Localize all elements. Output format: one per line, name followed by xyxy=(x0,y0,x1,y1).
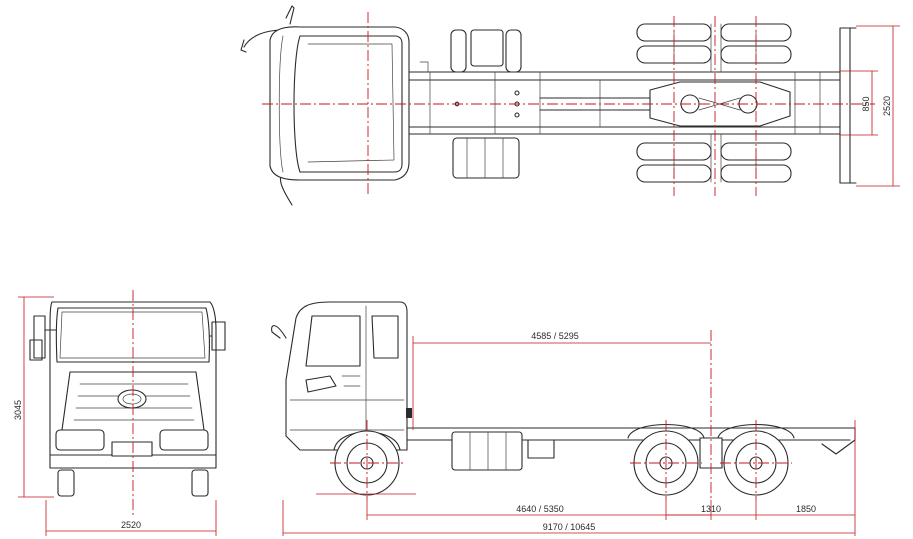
side-cab-lines xyxy=(289,399,405,431)
dim-front-width-line xyxy=(45,500,217,536)
front-mirror-right xyxy=(211,321,226,351)
front-mirror-left xyxy=(33,315,46,359)
top-bolt xyxy=(514,112,520,118)
front-view xyxy=(29,301,226,497)
front-plate xyxy=(111,441,153,457)
front-headlight-right xyxy=(159,429,209,451)
top-bolt xyxy=(514,90,520,96)
side-logo-marks xyxy=(341,375,361,387)
dim-wheelbase-line xyxy=(366,500,712,520)
top-mirror-left xyxy=(240,39,247,53)
top-driveshaft xyxy=(539,97,651,111)
top-hub-lines xyxy=(710,23,722,183)
center-lines xyxy=(132,12,875,515)
side-battery xyxy=(527,439,555,459)
front-mirror-lower-left xyxy=(29,339,43,361)
side-door-handle-panel xyxy=(305,375,337,393)
dim-front-height-line xyxy=(18,296,54,498)
front-headlight-left xyxy=(55,429,105,451)
dim-overall-length-line xyxy=(282,500,855,536)
dim-front-width: 2520 xyxy=(121,520,141,530)
dim-overall-length: 9170 / 10645 xyxy=(543,522,596,532)
side-fuel-tank xyxy=(451,431,523,471)
dim-rear-overhang-line xyxy=(756,420,856,536)
dim-rear-overhang: 1850 xyxy=(796,504,816,514)
dim-upper-span: 4585 / 5295 xyxy=(531,331,579,341)
top-air-tank-1 xyxy=(450,29,467,73)
side-view xyxy=(271,301,856,496)
dim-wheelbase: 4640 / 5350 xyxy=(516,504,564,514)
top-wiper-stalk xyxy=(285,5,295,25)
dim-tandem-spacing-line xyxy=(665,500,757,520)
dim-top-width-inner: 850 xyxy=(861,96,871,111)
front-windshield-inner xyxy=(59,311,206,359)
top-cab-windshield-edge xyxy=(293,35,301,173)
top-battery-box xyxy=(470,29,504,67)
top-cab-roof-inner xyxy=(307,43,395,163)
dim-front-height: 3045 xyxy=(13,400,23,420)
top-rear-bumper xyxy=(839,27,851,184)
side-front-wheel-center xyxy=(330,420,404,500)
front-logo-inner xyxy=(122,393,142,405)
dim-top-width-total: 2520 xyxy=(882,96,892,116)
top-crossmembers xyxy=(429,71,821,135)
dim-tandem-spacing: 1310 xyxy=(701,504,721,514)
top-small-bracket xyxy=(419,61,429,73)
front-mirror-arms xyxy=(44,329,213,337)
front-windshield xyxy=(55,307,210,363)
front-tire-right xyxy=(191,469,209,497)
side-mirror xyxy=(271,325,287,339)
top-cab-bumper-line xyxy=(278,35,284,173)
dim-top-width-inner-line xyxy=(840,70,878,136)
side-rear-wheel-center-2 xyxy=(720,420,792,500)
side-marker-lamp xyxy=(406,408,412,418)
side-sleeper-window xyxy=(371,315,399,359)
front-tire-left xyxy=(57,469,75,497)
side-rear-end-bracket xyxy=(819,427,856,455)
top-frame-rails-inner xyxy=(408,79,841,128)
front-logo-emblem xyxy=(117,389,147,409)
top-cab-outline xyxy=(269,26,410,181)
side-fuel-tank-straps xyxy=(469,431,507,471)
top-rear-bumper-ends xyxy=(849,27,857,184)
top-air-tank-2 xyxy=(505,29,522,73)
top-view xyxy=(240,5,857,206)
side-rear-wheel-center-1 xyxy=(630,420,702,500)
dim-upper-span-line xyxy=(412,336,711,430)
side-cab-window xyxy=(305,315,361,367)
dimensions: 2520 850 3045 2520 4585 / 5295 4640 / 53… xyxy=(13,25,900,536)
top-fuel-tank-straps xyxy=(466,137,504,179)
dim-top-width-total-line xyxy=(856,25,900,187)
top-fuel-tank xyxy=(452,137,520,179)
top-frame-rails xyxy=(408,71,841,135)
